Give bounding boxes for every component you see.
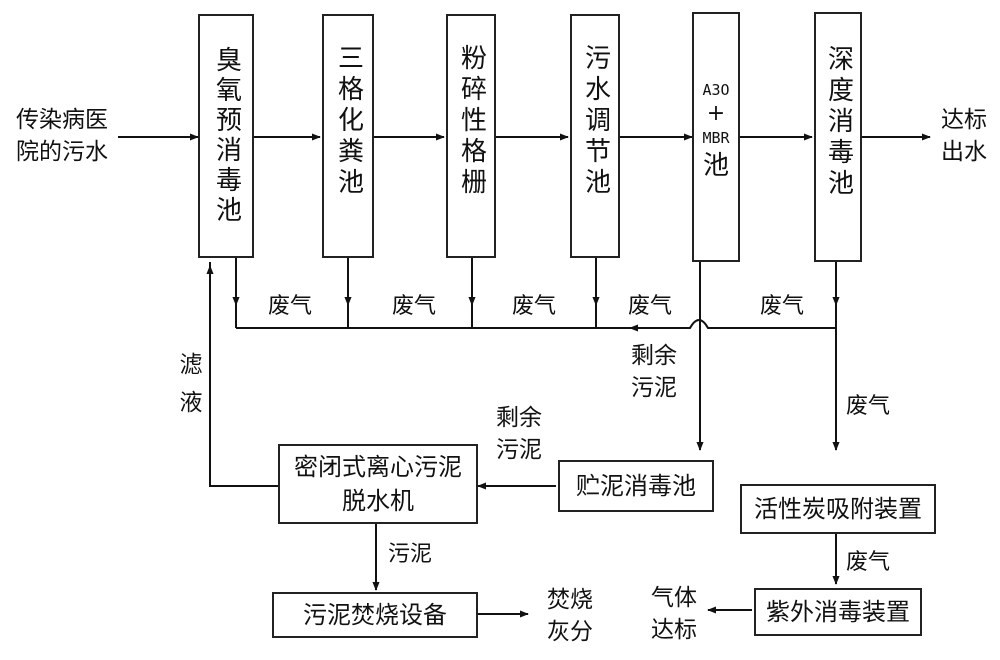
ao-mbr-box: A3O + MBR 池 — [692, 12, 740, 262]
ozone-label: 臭氧预消毒池 — [211, 46, 242, 226]
ao-mbr-label: MBR — [702, 129, 730, 147]
ao-mbr-text: A3O + MBR 池 — [694, 80, 738, 184]
ao-top-label: A3O — [702, 81, 730, 99]
activated-carbon-box: 活性炭吸附装置 — [740, 484, 936, 534]
deep-label: 深度消毒池 — [823, 44, 854, 200]
filtrate-line-2: 液 — [179, 390, 203, 416]
ash-line-2: 灰分 — [547, 619, 593, 645]
filtrate-line-1: 滤 — [179, 352, 203, 378]
gas-ok-line-2: 达标 — [651, 617, 697, 643]
sludge-incinerator-box: 污泥焚烧设备 — [272, 592, 478, 638]
centrifuge-dewater-box: 密闭式离心污泥 脱水机 — [278, 444, 478, 524]
source-label: 传染病医 院的污水 — [6, 104, 118, 168]
waste-gas-label-1: 废气 — [268, 294, 313, 319]
waste-gas-label-2: 废气 — [392, 294, 437, 319]
excess-sludge-upper-line-2: 污泥 — [631, 375, 677, 401]
source-line-2: 院的污水 — [16, 139, 108, 165]
gas-compliant-label: 气体 达标 — [640, 582, 708, 646]
excess-sludge-upper-line-1: 剩余 — [631, 343, 677, 369]
waste-gas-label-3: 废气 — [512, 294, 557, 319]
regulating-tank-box: 污水调节池 — [570, 14, 620, 258]
waste-gas-label-7: 废气 — [846, 550, 891, 575]
septic-label: 三格化粪池 — [333, 43, 364, 199]
gas-ok-line-1: 气体 — [651, 585, 697, 611]
excess-sludge-lower-line-1: 剩余 — [496, 405, 542, 431]
excess-sludge-lower-line-2: 污泥 — [496, 437, 542, 463]
filtrate-label: 滤 液 — [176, 346, 206, 422]
uv-label: 紫外消毒装置 — [766, 598, 910, 626]
ash-line-1: 焚烧 — [547, 587, 593, 613]
ao-pool-label: 池 — [702, 151, 729, 181]
carbon-label: 活性炭吸附装置 — [754, 495, 922, 523]
ao-plus-label: + — [706, 101, 726, 126]
waste-gas-label-6: 废气 — [846, 394, 891, 419]
sludge-label: 污泥 — [388, 542, 433, 567]
outlet-line-1: 达标 — [941, 107, 987, 133]
outlet-line-2: 出水 — [941, 139, 987, 165]
ash-label: 焚烧 灰分 — [532, 584, 608, 648]
outlet-label: 达标 出水 — [934, 104, 994, 168]
waste-gas-label-5: 废气 — [760, 294, 805, 319]
regulating-label: 污水调节池 — [580, 43, 611, 199]
dewater-line-2: 脱水机 — [342, 487, 414, 515]
excess-sludge-label-lower: 剩余 污泥 — [486, 402, 552, 466]
deep-disinfection-box: 深度消毒池 — [814, 12, 862, 262]
sludge-storage-tank-box: 贮泥消毒池 — [558, 460, 714, 512]
incinerator-label: 污泥焚烧设备 — [303, 601, 447, 629]
waste-gas-label-4: 废气 — [628, 294, 673, 319]
septic-tank-box: 三格化粪池 — [322, 14, 374, 258]
source-line-1: 传染病医 — [16, 107, 108, 133]
sludge-tank-label: 贮泥消毒池 — [576, 472, 696, 500]
uv-disinfection-box: 紫外消毒装置 — [754, 588, 922, 636]
grille-label: 粉碎性格栅 — [456, 43, 487, 199]
excess-sludge-label-upper: 剩余 污泥 — [616, 340, 692, 404]
ozone-pretreatment-box: 臭氧预消毒池 — [198, 14, 254, 258]
crushing-grille-box: 粉碎性格栅 — [446, 14, 496, 258]
dewater-line-1: 密闭式离心污泥 — [294, 453, 462, 481]
